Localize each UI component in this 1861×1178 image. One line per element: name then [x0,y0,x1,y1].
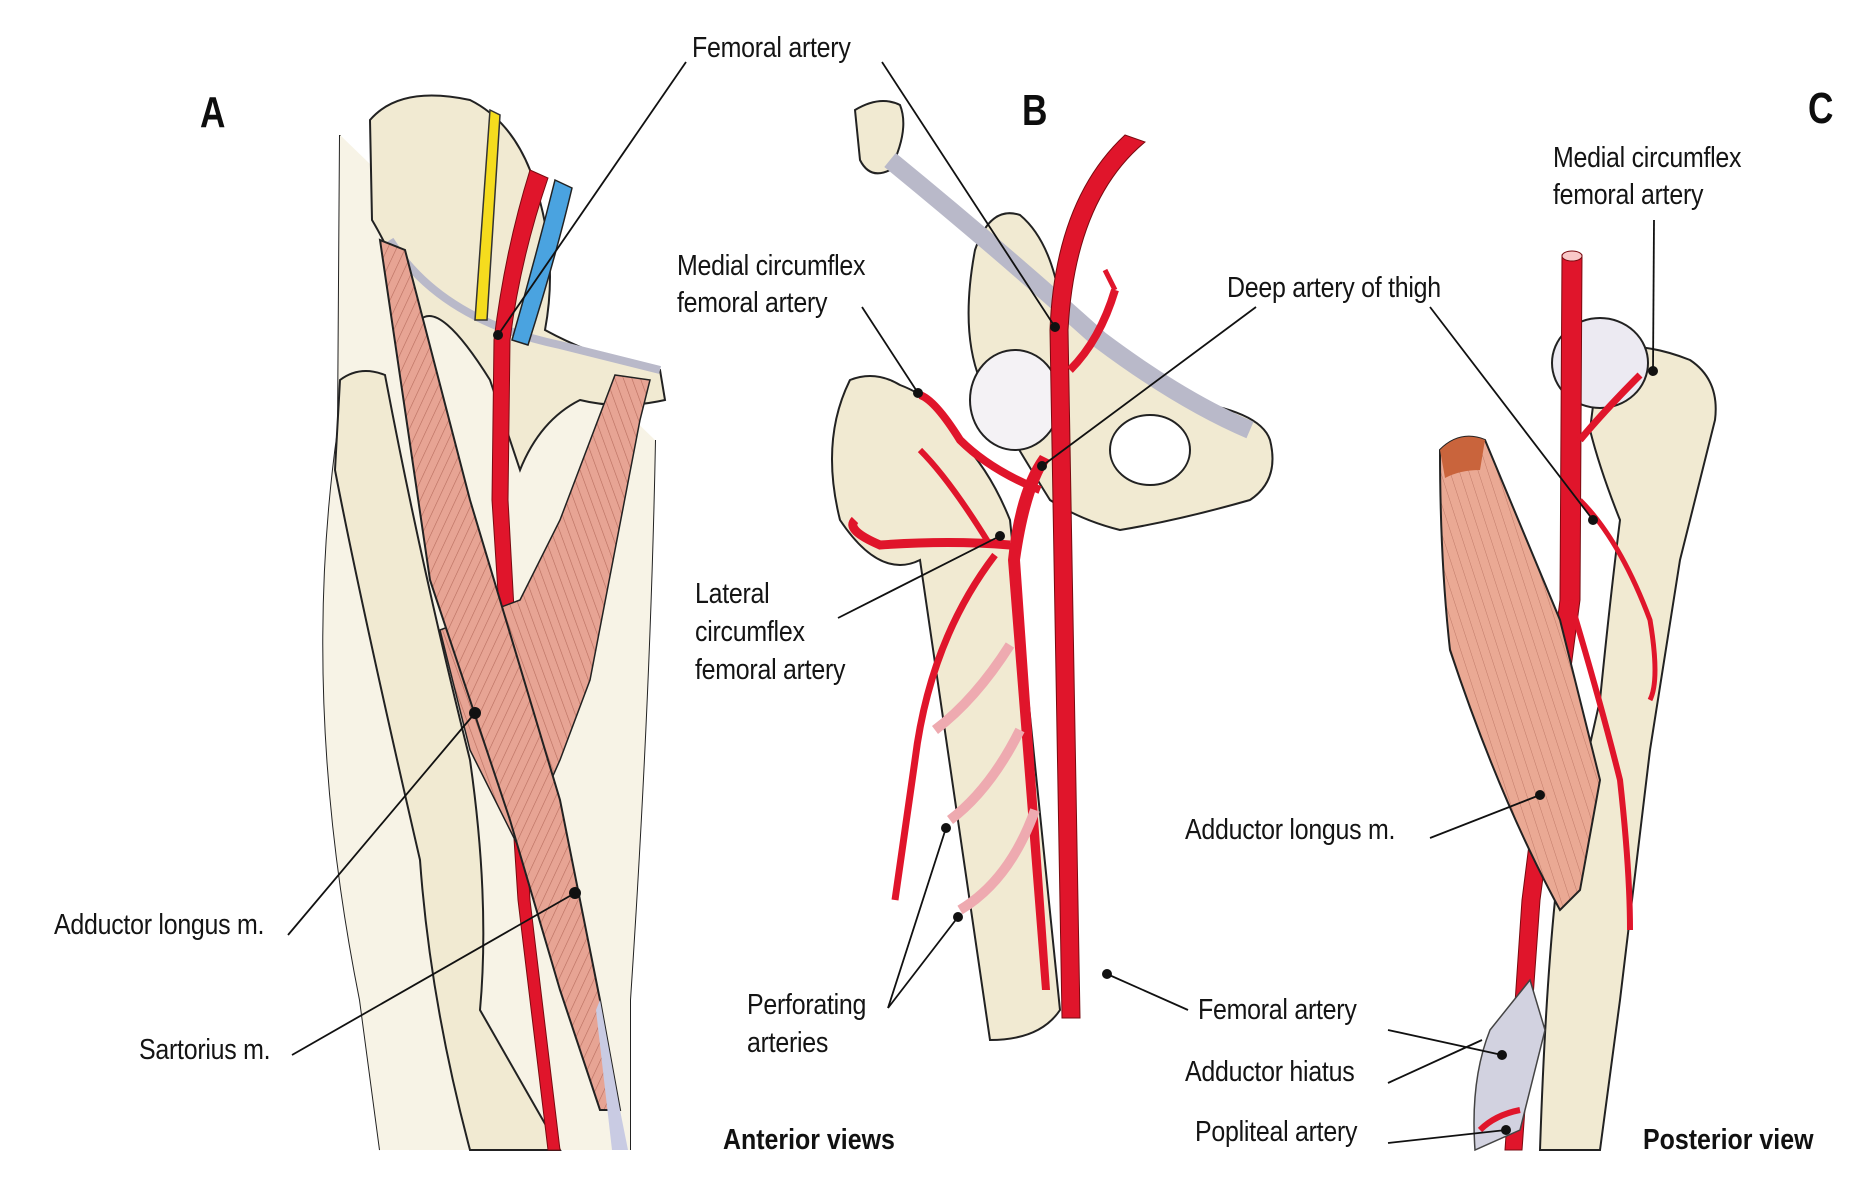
artery-branch [1567,599,1633,931]
label-medial-circumflex-b-line2: femoral artery [677,287,828,319]
femoral-artery-b [1049,134,1146,1019]
sartorius-tendon [596,1000,628,1150]
iliac-crest [853,100,905,175]
label-femoral-artery-c: Femoral artery [1198,994,1357,1026]
leader-deep-c [1429,306,1594,521]
panel-a-drawing [322,94,667,1151]
leader-femoral-a [497,61,687,336]
caption-posterior-view: Posterior view [1643,1124,1814,1156]
femoral-vein [511,178,573,346]
muscle-cut-surface [1440,436,1485,478]
leader-adductor-c [1429,794,1541,839]
popliteal-branch [1477,1107,1521,1133]
label-medial-circumflex-c-line2: femoral artery [1553,179,1704,211]
leader-popliteal [1387,1129,1507,1144]
leader-lines [287,61,1655,1144]
label-sartorius: Sartorius m. [139,1034,271,1066]
artery-cut-end [1561,250,1583,262]
artery-branch [1067,288,1119,373]
artery-branch [1577,372,1643,443]
leader-sartorius [291,892,576,1056]
leader-perf-2 [887,916,959,1009]
medial-circumflex-branch [918,391,1042,494]
label-perforating-line1: Perforating [747,989,867,1021]
lateral-circumflex-branch [917,447,993,547]
label-lateral-circumflex-line3: femoral artery [695,654,846,686]
label-lateral-circumflex-line2: circumflex [695,616,805,648]
panel-letter-a: A [200,88,226,137]
label-popliteal-artery: Popliteal artery [1195,1116,1358,1148]
femoral-artery-a [491,169,561,1151]
leader-lateral-circ [837,535,1001,619]
leader-medial-circ-c [1652,219,1655,372]
leader-femoral-c [1387,1029,1503,1056]
deep-artery-thigh [1008,455,1050,990]
leader-perf-1 [887,827,947,1009]
perforating-artery [957,808,1040,915]
femoral-head-b [969,349,1061,451]
lateral-circumflex-branch [848,516,1011,550]
femur-bone-a [333,370,562,1151]
label-medial-circumflex-b-line1: Medial circumflex [677,250,866,282]
caption-anterior-views: Anterior views [723,1124,895,1156]
leader-medial-circ-b [861,306,919,394]
label-adductor-hiatus: Adductor hiatus [1185,1056,1355,1088]
inguinal-ligament [386,237,661,374]
panel-letter-c: C [1808,84,1834,133]
perforating-artery [946,727,1025,824]
label-perforating-line2: arteries [747,1027,829,1059]
leader-adductor-a [287,712,476,936]
obturator-foramen [1109,414,1191,486]
femoral-nerve [474,108,501,321]
adductor-hiatus-tendon [1473,978,1546,1152]
label-lateral-circumflex-line1: Lateral [695,578,770,610]
label-adductor-longus-c: Adductor longus m. [1185,814,1396,846]
artery-branch [1102,268,1118,292]
label-femoral-artery-top: Femoral artery [692,32,851,64]
label-medial-circumflex-c-line1: Medial circumflex [1553,142,1742,174]
panel-b-drawing [831,100,1274,1042]
leader-femoral-b-low [1106,973,1189,1011]
perforating-artery [931,642,1015,734]
artery-branch [1578,498,1658,702]
leader-hiatus [1387,1039,1483,1084]
label-adductor-longus-a: Adductor longus m. [54,909,265,941]
leader-deep-b [1041,306,1257,467]
lateral-circumflex-descending [891,552,998,901]
panel-c-drawing [1438,250,1717,1152]
panel-letter-b: B [1022,86,1048,135]
femur-bone-c [1538,345,1717,1151]
leader-femoral-b [881,61,1056,328]
label-deep-artery-thigh: Deep artery of thigh [1227,272,1441,304]
